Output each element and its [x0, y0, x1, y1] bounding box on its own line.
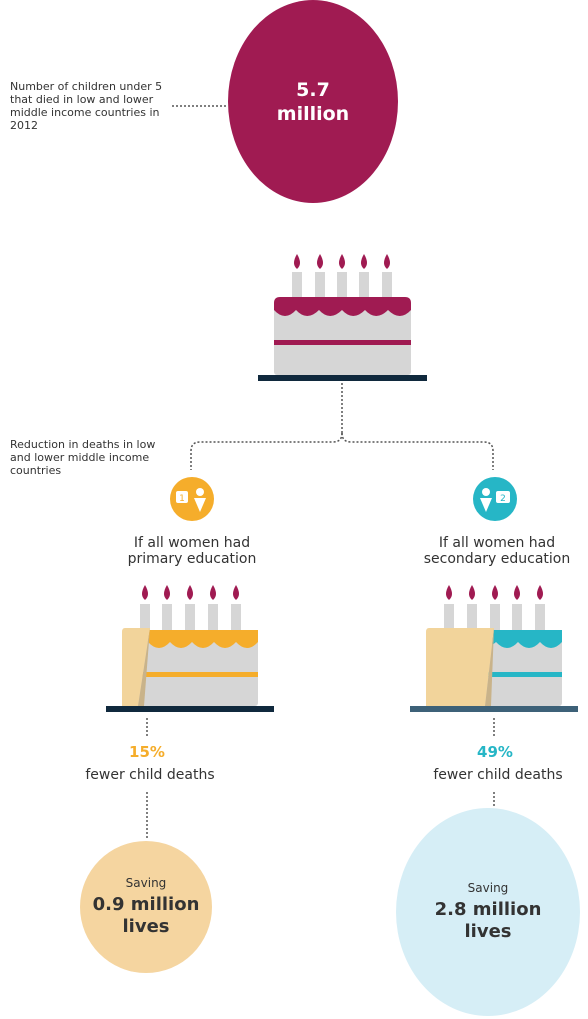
reduction-note: Reduction in deaths in low and lower mid… — [10, 438, 156, 477]
secondary-saving-unit: lives — [464, 921, 512, 942]
primary-saving-circle: Saving 0.9 million lives — [80, 841, 212, 973]
secondary-saving-circle: Saving 2.8 million lives — [396, 808, 580, 1016]
secondary-label-line2: secondary education — [423, 551, 571, 567]
svg-text:2: 2 — [500, 494, 506, 504]
branch-connectors — [190, 383, 494, 470]
primary-label-line2: primary education — [127, 551, 257, 567]
secondary-percent: 49% — [477, 743, 513, 761]
secondary-saving-label: Saving — [467, 881, 509, 895]
primary-cake-icon — [106, 585, 274, 712]
primary-saving-unit: lives — [122, 916, 170, 937]
secondary-percent-caption: fewer child deaths — [433, 767, 563, 783]
lower-connectors — [146, 718, 495, 840]
education-level-2-icon: 2 — [473, 477, 517, 521]
primary-saving-value: 0.9 million — [92, 894, 200, 915]
secondary-cake-icon — [410, 585, 578, 712]
top-note: Number of children under 5 that died in … — [10, 80, 163, 132]
main-cake-candles — [292, 254, 392, 299]
main-cake-icon — [258, 254, 427, 381]
svg-text:1: 1 — [179, 494, 185, 504]
secondary-scenario-label: If all women had secondary education — [397, 535, 588, 567]
primary-percent: 15% — [129, 743, 165, 761]
primary-percent-caption: fewer child deaths — [85, 767, 215, 783]
top-unit: million — [276, 102, 350, 125]
secondary-saving-value: 2.8 million — [434, 899, 542, 920]
secondary-label-line1: If all women had — [438, 535, 556, 551]
primary-scenario-label: If all women had primary education — [92, 535, 292, 567]
primary-saving-label: Saving — [125, 876, 167, 890]
top-value: 5.7 — [296, 78, 330, 101]
education-level-1-icon: 1 — [170, 477, 214, 521]
top-total-circle: 5.7 million — [228, 0, 398, 203]
primary-label-line1: If all women had — [133, 535, 251, 551]
